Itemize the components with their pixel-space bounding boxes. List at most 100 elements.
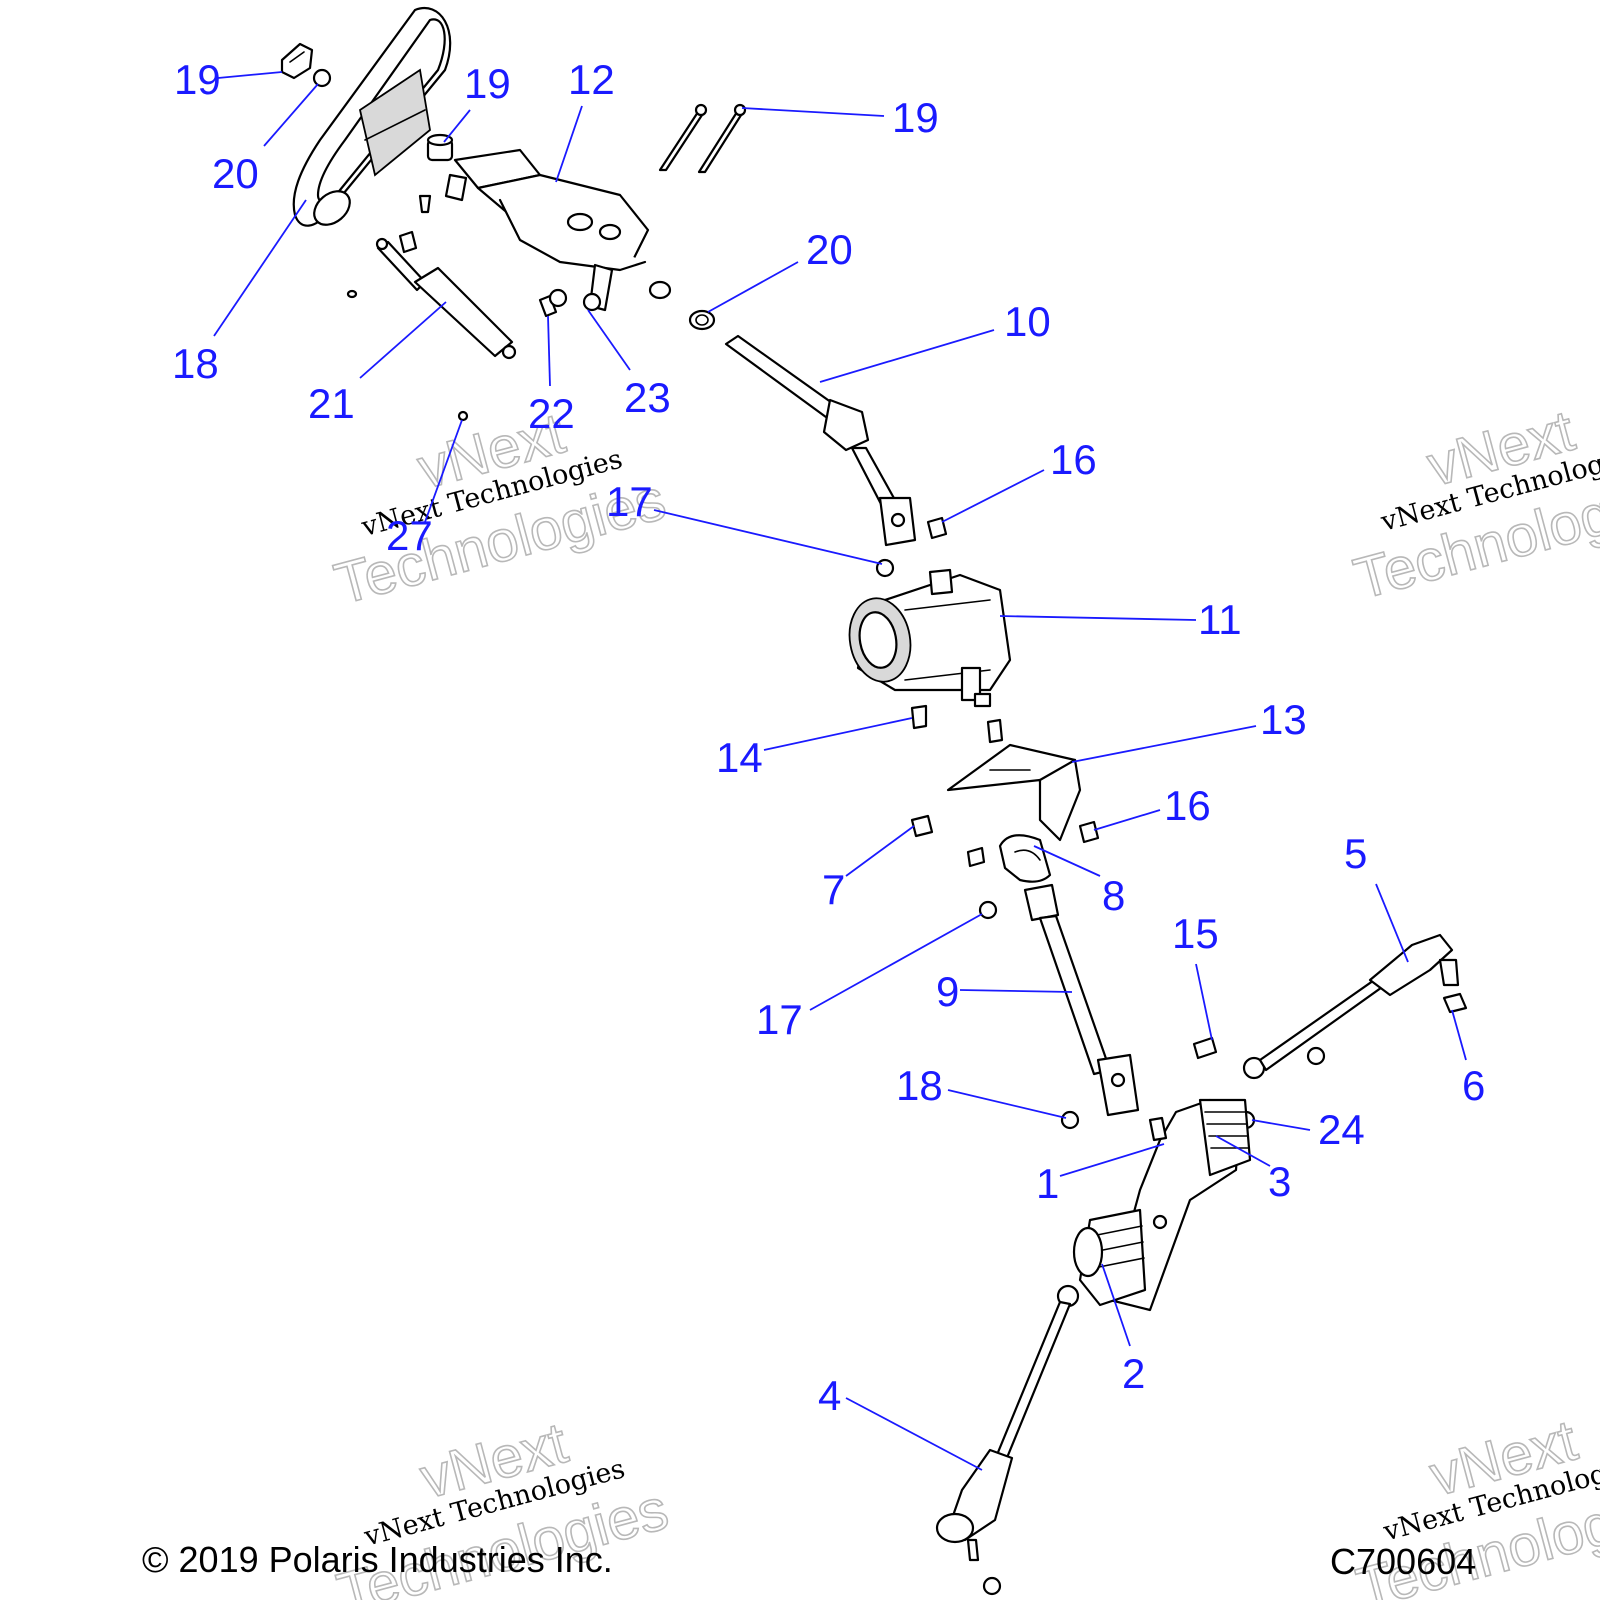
steering-column-bracket — [444, 148, 650, 312]
leader-1 — [1059, 1143, 1165, 1177]
callout-15: 15 — [1172, 910, 1219, 957]
tie-rod-right — [1242, 933, 1460, 1080]
copyright-text: © 2019 Polaris Industries Inc. — [142, 1539, 613, 1580]
callout-6: 6 — [1462, 1062, 1485, 1109]
bolt-16-lower — [1078, 820, 1100, 844]
pin-27 — [457, 410, 469, 422]
leader-7 — [845, 825, 915, 877]
motor-mount-bracket — [946, 743, 1082, 842]
leader-16-lower — [1093, 809, 1161, 831]
callout-14: 14 — [716, 734, 763, 781]
callout-3: 3 — [1268, 1158, 1291, 1205]
leader-19-top — [443, 109, 471, 143]
leader-11 — [999, 615, 1197, 621]
leader-25 — [547, 315, 551, 387]
callout-26-lower: 24 — [1318, 1106, 1365, 1153]
callout-13: 13 — [1260, 696, 1307, 743]
steering-wheel — [292, 7, 452, 227]
callout-labels: 19 20 19 12 19 18 21 22 23 20 10 16 17 2… — [172, 56, 1485, 1419]
leader-23 — [263, 83, 319, 147]
nut-25 — [548, 288, 568, 308]
dust-seal — [998, 834, 1052, 883]
pin-small — [346, 289, 358, 299]
nut-18 — [1060, 1110, 1080, 1130]
leader-4 — [845, 1397, 983, 1471]
callout-2: 2 — [1122, 1350, 1145, 1397]
bolt-25 — [538, 294, 558, 318]
eps-motor — [848, 568, 1012, 708]
nut-23 — [312, 68, 332, 88]
nut-bottom — [982, 1576, 1002, 1596]
diagram-code: C700604 — [1330, 1541, 1476, 1582]
leader-21 — [217, 71, 283, 79]
callout-17-lower: 17 — [756, 996, 803, 1043]
callout-17-top: 17 — [606, 478, 653, 525]
nut-small — [1306, 1046, 1326, 1066]
callout-12: 12 — [568, 56, 615, 103]
leader-20 — [213, 199, 307, 337]
callout-19-top: 19 — [464, 60, 511, 107]
leader-22 — [741, 107, 885, 117]
watermark-group-top-right: vNext vNext Technologies Technologies — [1347, 397, 1600, 613]
screw-small — [398, 230, 418, 254]
leader-10 — [819, 329, 995, 383]
bolt-pair-22 — [658, 103, 747, 174]
leader-15 — [1195, 963, 1213, 1041]
callout-19-mid: 20 — [806, 226, 853, 273]
callout-1: 1 — [1036, 1160, 1059, 1207]
leader-8 — [1033, 845, 1101, 877]
callout-22: 19 — [892, 94, 939, 141]
nut-6 — [1442, 992, 1468, 1014]
callout-5: 5 — [1344, 830, 1367, 877]
leader-17-top — [653, 509, 883, 565]
callout-21: 19 — [174, 56, 221, 103]
nut-17-top — [875, 558, 895, 578]
bolt-15 — [1192, 1036, 1218, 1060]
callout-11: 11 — [1198, 596, 1242, 643]
bushing-top — [426, 133, 454, 162]
nut-17-lower — [978, 900, 998, 920]
leader-14 — [763, 717, 913, 751]
wheel-cap — [280, 42, 314, 80]
leader-17-lower — [809, 913, 983, 1011]
nut-26-top — [582, 292, 602, 312]
leader-16-top — [941, 469, 1045, 523]
leader-26-top — [587, 309, 631, 371]
callout-9: 9 — [936, 968, 959, 1015]
callout-24: 21 — [308, 380, 355, 427]
bolt-14-b — [986, 718, 1004, 744]
ring-small — [648, 280, 672, 300]
leader-27 — [424, 419, 463, 523]
leader-24 — [359, 301, 447, 379]
screw-small — [418, 194, 432, 214]
intermediate-shaft — [1023, 883, 1140, 1117]
callout-10: 10 — [1004, 298, 1051, 345]
leader-18 — [947, 1089, 1067, 1119]
leader-19-mid — [707, 261, 799, 313]
leader-13 — [1071, 725, 1257, 763]
bolt-7 — [910, 814, 934, 838]
leader-9 — [959, 989, 1073, 993]
bolt-14 — [910, 704, 928, 730]
bolt-small — [966, 846, 986, 868]
bolt-16-top — [926, 516, 948, 540]
bushing-mid — [688, 309, 716, 331]
callout-25: 22 — [528, 390, 575, 437]
callout-7: 7 — [822, 866, 845, 913]
callout-18: 18 — [896, 1062, 943, 1109]
callout-16-lower: 16 — [1164, 782, 1211, 829]
leader-5 — [1375, 883, 1409, 963]
leader-lines — [213, 71, 1467, 1471]
leader-26-lower — [1251, 1119, 1311, 1131]
callout-27: 27 — [386, 512, 433, 559]
upper-steering-shaft — [724, 334, 917, 547]
callout-26-top: 23 — [624, 374, 671, 421]
callout-16-top: 16 — [1050, 436, 1097, 483]
leader-6 — [1451, 1009, 1467, 1061]
leader-2 — [1101, 1263, 1131, 1347]
callout-8: 8 — [1102, 872, 1125, 919]
steering-rack — [1072, 1098, 1252, 1312]
callout-23: 20 — [212, 150, 259, 197]
leader-3 — [1215, 1135, 1271, 1167]
